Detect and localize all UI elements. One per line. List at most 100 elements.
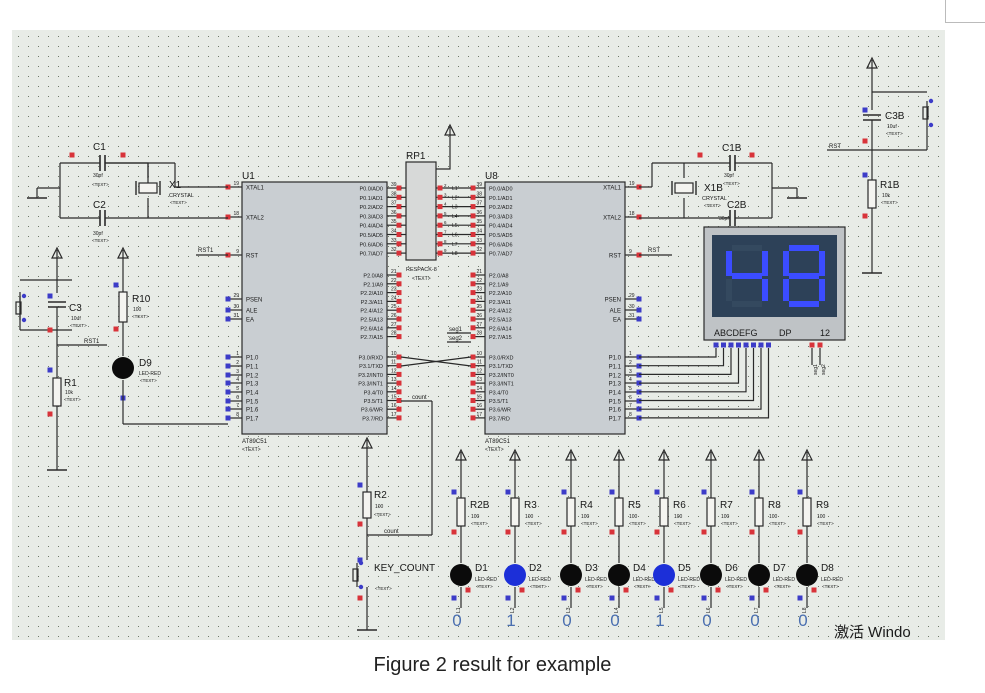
grid-dot: [118, 636, 119, 637]
grid-dot: [638, 576, 639, 577]
grid-dot: [598, 496, 599, 497]
grid-dot: [258, 526, 259, 527]
grid-dot: [238, 126, 239, 127]
grid-dot: [808, 176, 809, 177]
grid-dot: [378, 476, 379, 477]
grid-dot: [688, 456, 689, 457]
grid-dot: [728, 566, 729, 567]
grid-dot: [218, 56, 219, 57]
grid-dot: [458, 466, 459, 467]
grid-dot: [478, 556, 479, 557]
grid-dot: [38, 636, 39, 637]
grid-dot: [88, 566, 89, 567]
grid-dot: [448, 576, 449, 577]
grid-dot: [218, 496, 219, 497]
grid-dot: [448, 376, 449, 377]
grid-dot: [88, 306, 89, 307]
grid-dot: [68, 76, 69, 77]
grid-dot: [648, 426, 649, 427]
grid-dot: [748, 136, 749, 137]
grid-dot: [188, 36, 189, 37]
grid-dot: [628, 56, 629, 57]
grid-dot: [598, 616, 599, 617]
grid-dot: [598, 156, 599, 157]
grid-dot: [428, 526, 429, 527]
grid-dot: [78, 96, 79, 97]
grid-dot: [48, 326, 49, 327]
grid-dot: [248, 116, 249, 117]
grid-dot: [738, 216, 739, 217]
grid-dot: [668, 86, 669, 87]
grid-dot: [708, 146, 709, 147]
grid-dot: [178, 76, 179, 77]
grid-dot: [198, 336, 199, 337]
grid-dot: [248, 466, 249, 467]
grid-dot: [808, 446, 809, 447]
grid-dot: [578, 466, 579, 467]
grid-dot: [268, 636, 269, 637]
grid-dot: [568, 176, 569, 177]
grid-dot: [48, 136, 49, 137]
grid-dot: [648, 146, 649, 147]
grid-dot: [48, 616, 49, 617]
grid-dot: [548, 576, 549, 577]
grid-dot: [368, 536, 369, 537]
grid-dot: [388, 466, 389, 467]
schematic-drawing[interactable]: U1AT89C51<TEXT>19XTAL118XTAL29RST29PSEN3…: [12, 30, 945, 640]
grid-dot: [118, 586, 119, 587]
grid-dot: [338, 456, 339, 457]
grid-dot: [58, 426, 59, 427]
grid-dot: [298, 106, 299, 107]
grid-dot: [148, 56, 149, 57]
grid-dot: [368, 156, 369, 157]
grid-dot: [148, 286, 149, 287]
grid-dot: [68, 186, 69, 187]
grid-dot: [298, 576, 299, 577]
grid-dot: [488, 96, 489, 97]
grid-dot: [558, 496, 559, 497]
grid-dot: [558, 156, 559, 157]
grid-dot: [28, 516, 29, 517]
grid-dot: [508, 556, 509, 557]
grid-dot: [98, 226, 99, 227]
grid-dot: [168, 256, 169, 257]
grid-dot: [568, 136, 569, 137]
grid-dot: [658, 326, 659, 327]
grid-dot: [108, 156, 109, 157]
grid-dot: [68, 336, 69, 337]
grid-dot: [758, 616, 759, 617]
grid-dot: [218, 456, 219, 457]
grid-dot: [128, 36, 129, 37]
grid-dot: [168, 106, 169, 107]
grid-dot: [198, 626, 199, 627]
grid-dot: [108, 196, 109, 197]
grid-dot: [538, 56, 539, 57]
grid-dot: [308, 596, 309, 597]
grid-dot: [668, 476, 669, 477]
grid-dot: [58, 526, 59, 527]
grid-dot: [148, 546, 149, 547]
grid-dot: [358, 66, 359, 67]
grid-dot: [568, 596, 569, 597]
grid-dot: [238, 576, 239, 577]
grid-dot: [218, 586, 219, 587]
grid-dot: [748, 606, 749, 607]
grid-dot: [148, 516, 149, 517]
grid-dot: [338, 586, 339, 587]
grid-dot: [288, 626, 289, 627]
grid-dot: [738, 126, 739, 127]
grid-dot: [668, 606, 669, 607]
grid-dot: [118, 426, 119, 427]
grid-dot: [598, 456, 599, 457]
grid-dot: [268, 96, 269, 97]
grid-dot: [108, 436, 109, 437]
grid-dot: [218, 76, 219, 77]
grid-dot: [158, 526, 159, 527]
grid-dot: [158, 186, 159, 187]
grid-dot: [638, 146, 639, 147]
grid-dot: [768, 486, 769, 487]
grid-dot: [398, 406, 399, 407]
grid-dot: [148, 116, 149, 117]
grid-dot: [418, 546, 419, 547]
